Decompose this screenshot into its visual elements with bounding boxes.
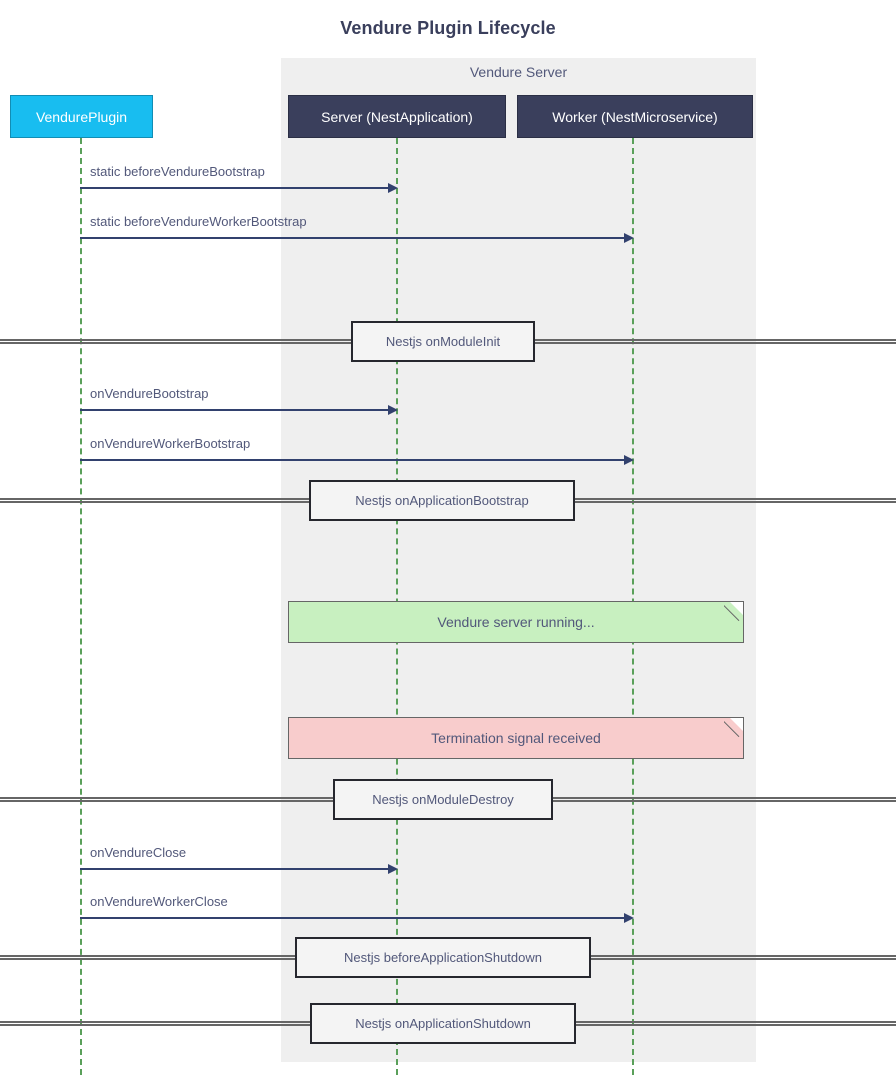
note-vendure-server-running: Vendure server running... xyxy=(288,601,744,643)
message-line-onvendureworkerclose xyxy=(80,917,624,919)
lifeline-vendureplugin xyxy=(80,138,82,1075)
participant-worker-nestmicroservice[interactable]: Worker (NestMicroservice) xyxy=(517,95,753,138)
message-line-static-beforevendurebootstrap xyxy=(80,187,388,189)
message-label-onvendureclose: onVendureClose xyxy=(90,845,187,860)
message-label-static-beforevendurebootstrap: static beforeVendureBootstrap xyxy=(90,164,265,179)
divider-label-onmoduleinit: Nestjs onModuleInit xyxy=(351,321,535,362)
note-fold-line-icon xyxy=(724,718,743,737)
message-arrowhead-onvendureworkerclose xyxy=(624,913,634,923)
participant-server-nestapplication[interactable]: Server (NestApplication) xyxy=(288,95,506,138)
message-label-static-beforevendureworkerbootstrap: static beforeVendureWorkerBootstrap xyxy=(90,214,307,229)
note-vendure-server-running-label: Vendure server running... xyxy=(437,614,595,630)
divider-label-onmoduledestroy: Nestjs onModuleDestroy xyxy=(333,779,553,820)
message-arrowhead-static-beforevendurebootstrap xyxy=(388,183,398,193)
message-label-onvendurebootstrap: onVendureBootstrap xyxy=(90,386,209,401)
message-arrowhead-onvendureclose xyxy=(388,864,398,874)
group-box-vendure-server xyxy=(281,58,756,1062)
message-arrowhead-static-beforevendureworkerbootstrap xyxy=(624,233,634,243)
divider-label-onapplicationshutdown: Nestjs onApplicationShutdown xyxy=(310,1003,576,1044)
message-label-onvendureworkerclose: onVendureWorkerClose xyxy=(90,894,228,909)
message-line-static-beforevendureworkerbootstrap xyxy=(80,237,624,239)
group-label-vendure-server: Vendure Server xyxy=(469,64,568,80)
message-line-onvendureclose xyxy=(80,868,388,870)
message-label-onvendureworkerbootstrap: onVendureWorkerBootstrap xyxy=(90,436,251,451)
divider-label-beforeapplicationshutdown: Nestjs beforeApplicationShutdown xyxy=(295,937,591,978)
message-line-onvendurebootstrap xyxy=(80,409,388,411)
participant-vendureplugin[interactable]: VendurePlugin xyxy=(10,95,153,138)
note-termination-signal-received-label: Termination signal received xyxy=(431,730,601,746)
note-fold-line-icon xyxy=(724,602,743,621)
message-arrowhead-onvendureworkerbootstrap xyxy=(624,455,634,465)
note-termination-signal-received: Termination signal received xyxy=(288,717,744,759)
message-arrowhead-onvendurebootstrap xyxy=(388,405,398,415)
divider-label-onapplicationbootstrap: Nestjs onApplicationBootstrap xyxy=(309,480,575,521)
message-line-onvendureworkerbootstrap xyxy=(80,459,624,461)
page-title: Vendure Plugin Lifecycle xyxy=(340,18,556,38)
